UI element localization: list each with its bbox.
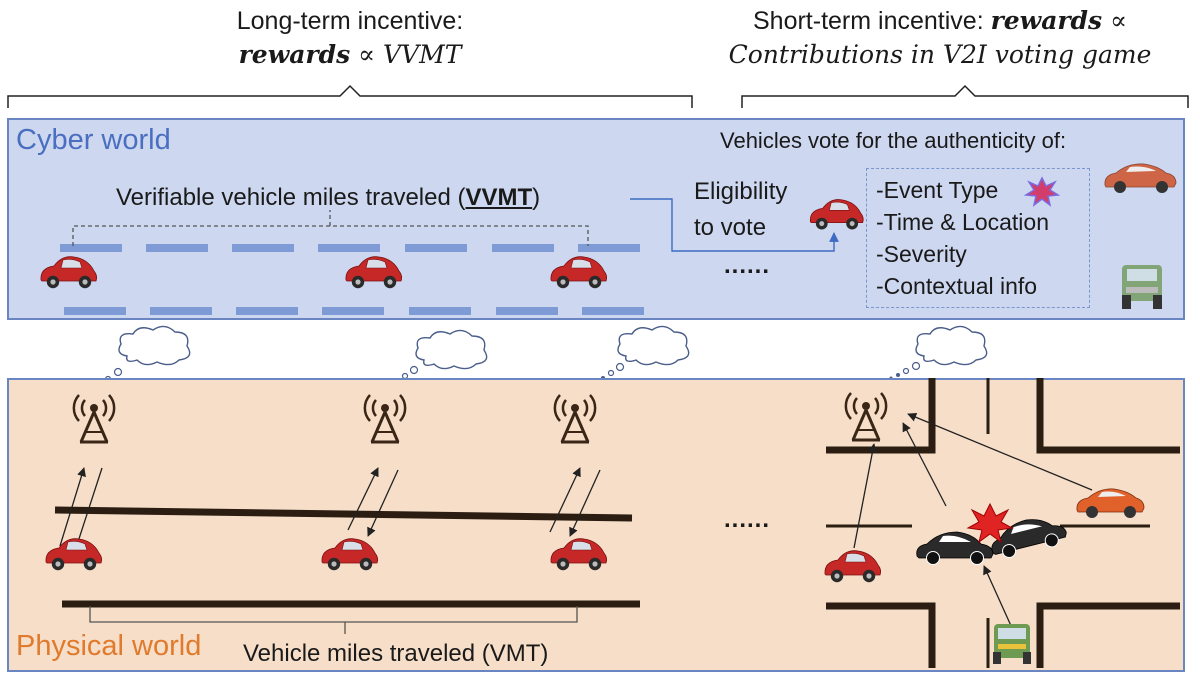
- vote-item-contextual-info: -Contextual info: [876, 273, 1038, 299]
- red-car-icon: [550, 256, 608, 289]
- vote-item-time-location: -Time & Location: [876, 209, 1049, 235]
- short-term-incentive-title: Short-term incentive: rewards ∝: [753, 6, 1127, 35]
- long-term-incentive-formula: rewards ∝ VVMT: [238, 40, 462, 69]
- crash-burst-icon: [1023, 176, 1061, 207]
- green-pickup-icon: [993, 624, 1031, 664]
- cyber-road-dashes-upper: [60, 244, 640, 252]
- short-term-incentive-label: Short-term incentive: rewards ∝ Contribu…: [690, 4, 1190, 72]
- thought-cloud-icon: [415, 329, 488, 370]
- red-car-icon: [550, 538, 608, 571]
- vote-items-box: [866, 168, 1090, 308]
- communication-arrows: [59, 467, 601, 549]
- short-term-brace: [741, 84, 1189, 108]
- physical-ellipsis: ......: [724, 506, 771, 533]
- highway-upper-edge: [54, 506, 633, 522]
- header-braces: [7, 84, 1189, 108]
- antenna-icon: [72, 393, 116, 444]
- orange-sports-car-icon: [1076, 488, 1145, 518]
- orange-sports-car-icon: [1104, 163, 1177, 193]
- vote-heading: Vehicles vote for the authenticity of:: [720, 128, 1067, 153]
- vote-item-severity: -Severity: [876, 241, 967, 267]
- vote-item-event-type: -Event Type: [876, 177, 999, 203]
- red-car-icon: [45, 538, 103, 571]
- vvmt-dashed-bracket: [72, 210, 589, 246]
- vmt-label: Vehicle miles traveled (VMT): [243, 640, 549, 667]
- red-car-icon: [40, 256, 98, 289]
- vvmt-label: Verifiable vehicle miles traveled (VVMT): [116, 184, 541, 211]
- green-pickup-icon: [1122, 265, 1162, 309]
- antenna-icon: [553, 393, 597, 444]
- thought-cloud-icon: [915, 325, 988, 366]
- red-car-icon: [345, 256, 403, 289]
- red-car-icon: [824, 550, 882, 583]
- intersection-arrows: [853, 412, 1093, 629]
- cyber-road-dashes-lower: [64, 307, 644, 315]
- cyber-world-title: Cyber world: [16, 124, 171, 156]
- physical-world-title: Physical world: [16, 630, 202, 662]
- vmt-bracket: [89, 606, 578, 634]
- intersection-lane-marks: [826, 378, 1150, 668]
- intersection-roads: [826, 378, 1180, 668]
- vvmt-to-vote-connector: [630, 198, 839, 252]
- antenna-icon: [844, 391, 888, 442]
- crash-burst-icon: [966, 502, 1014, 544]
- physical-world-graphics: [45, 378, 1180, 668]
- vote-items-list: -Event Type -Time & Location -Severity -…: [876, 174, 1049, 302]
- antenna-icon: [363, 393, 407, 444]
- eligibility-label: Eligibility to vote: [694, 178, 788, 241]
- cyber-world-graphics: [40, 163, 1177, 315]
- thought-cloud-icon: [617, 325, 690, 366]
- long-term-incentive-title: Long-term incentive:: [236, 7, 464, 35]
- thought-cloud-icon: [118, 325, 191, 366]
- long-term-brace: [7, 84, 693, 108]
- red-car-icon: [321, 538, 379, 571]
- cyber-ellipsis: ......: [724, 252, 771, 279]
- black-sedan-icon: [916, 531, 994, 565]
- short-term-incentive-formula: Contributions in V2I voting game: [728, 40, 1152, 69]
- red-car-icon: [809, 199, 864, 230]
- long-term-incentive-label: Long-term incentive: rewards ∝ VVMT: [195, 4, 505, 72]
